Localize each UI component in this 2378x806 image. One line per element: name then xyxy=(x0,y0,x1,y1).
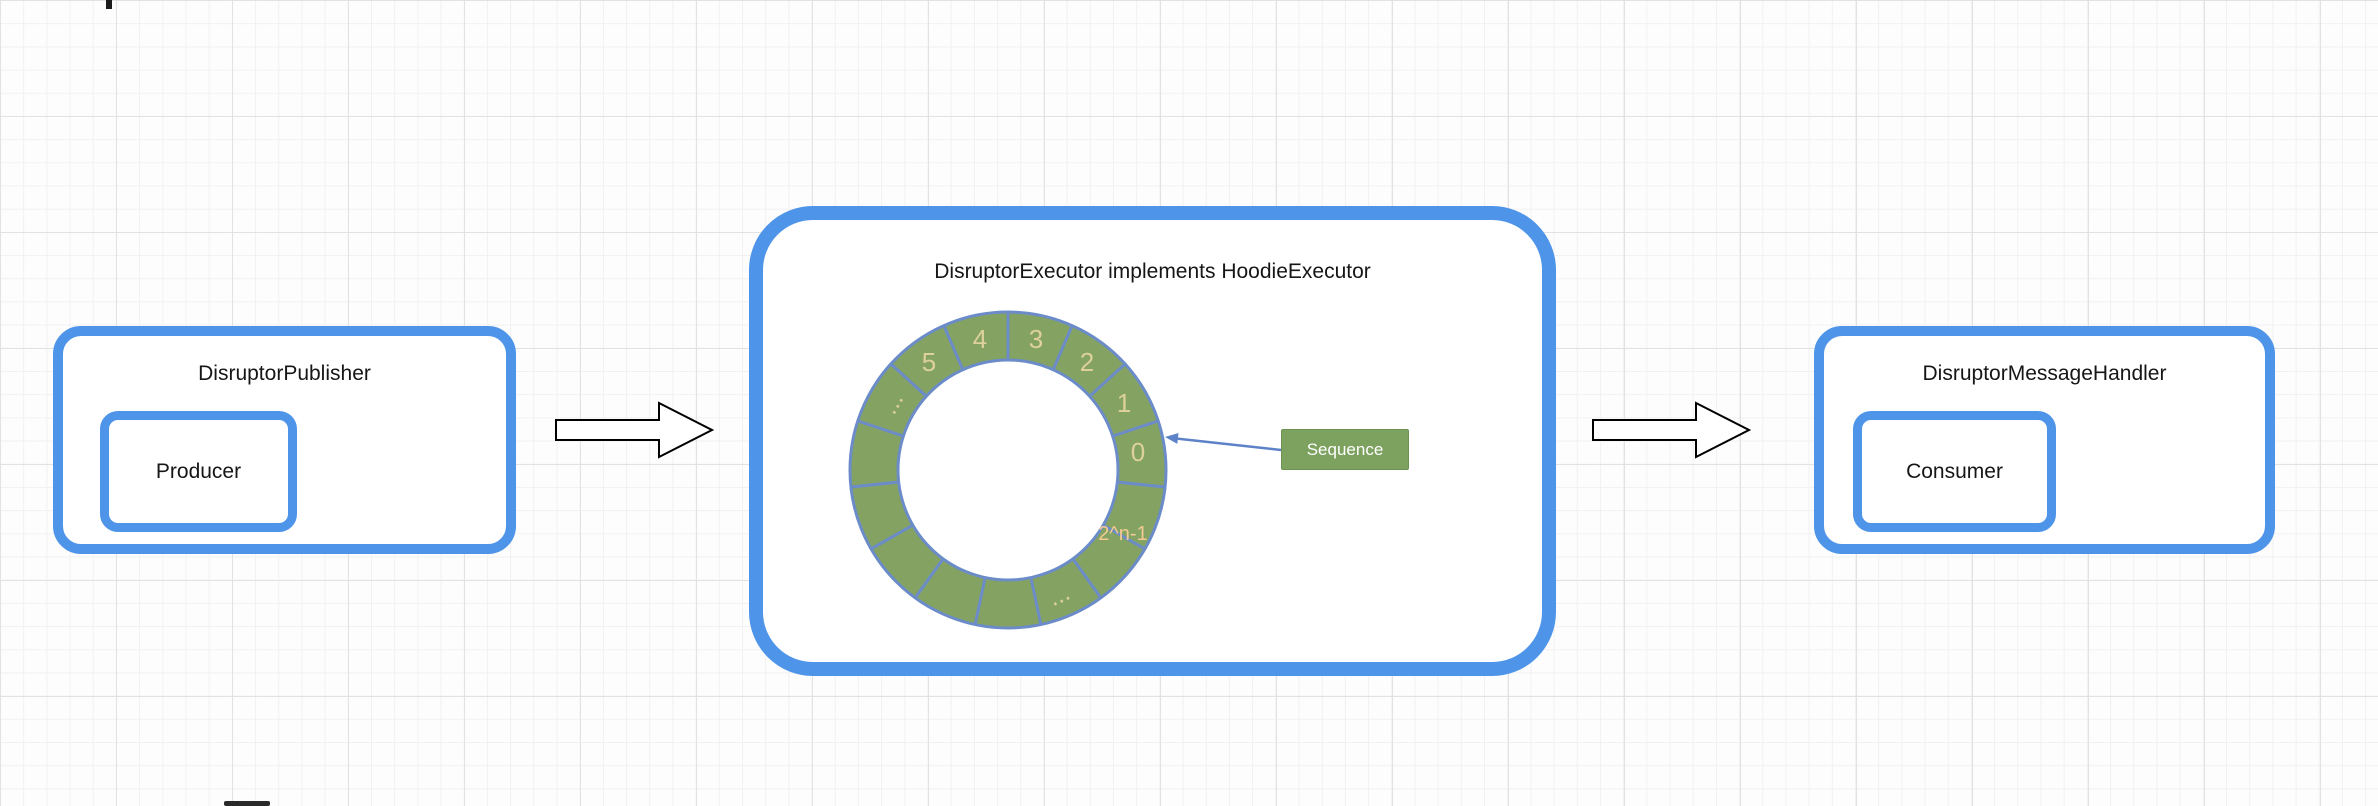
bottom-edge-artifact xyxy=(224,801,270,806)
ring-dividers xyxy=(850,312,1166,626)
flow-arrow-right-icon xyxy=(1592,401,1751,459)
ring-slot-5: 5 xyxy=(922,347,936,377)
consumer-node: Consumer xyxy=(1853,411,2056,532)
ring-band xyxy=(850,312,1166,628)
ring-slot-4: 4 xyxy=(973,324,987,354)
ring-slot-1: 1 xyxy=(1117,388,1131,418)
handler-node: DisruptorMessageHandler Consumer xyxy=(1814,326,2275,554)
ring-slot-3: 3 xyxy=(1029,324,1043,354)
top-edge-artifact xyxy=(106,0,112,9)
ring-buffer-icon: ... 5 4 3 2 1 0 2^n-1 ... xyxy=(848,310,1168,630)
flow-arrow-right-icon xyxy=(555,401,714,459)
executor-title: DisruptorExecutor implements HoodieExecu… xyxy=(934,260,1371,283)
sequence-node: Sequence xyxy=(1281,429,1409,470)
sequence-label: Sequence xyxy=(1306,439,1384,459)
ring-inner-edge xyxy=(896,358,1120,582)
handler-title: DisruptorMessageHandler xyxy=(1922,362,2167,385)
ring-slot-0: 0 xyxy=(1131,437,1145,467)
publisher-title: DisruptorPublisher xyxy=(198,362,371,385)
executor-node: DisruptorExecutor implements HoodieExecu… xyxy=(749,206,1556,676)
producer-label: Producer xyxy=(155,459,242,483)
ring-slot-2: 2 xyxy=(1080,347,1094,377)
consumer-label: Consumer xyxy=(1906,459,2003,483)
sequence-pointer-arrow-icon xyxy=(1165,433,1282,452)
producer-node: Producer xyxy=(100,411,297,532)
ring-slot-power: 2^n-1 xyxy=(1098,523,1147,545)
publisher-node: DisruptorPublisher Producer xyxy=(53,326,516,554)
